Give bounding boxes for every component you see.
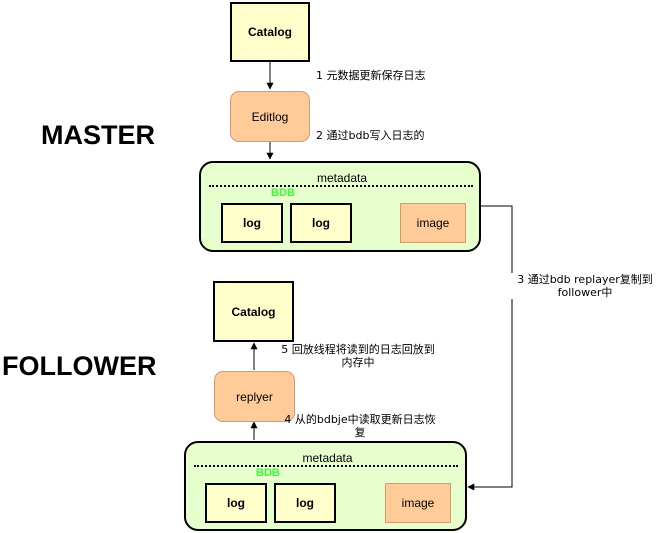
step-3-note: 3 通过bdb replayer复制到 follower中 — [500, 273, 670, 299]
master-catalog-box[interactable]: Catalog — [230, 2, 310, 62]
follower-metadata-title: metadata — [302, 451, 353, 465]
step-1-note: 1 元数据更新保存日志 — [316, 69, 426, 82]
step-3-line-1: 3 通过bdb replayer复制到 — [517, 273, 653, 286]
follower-metadata-divider — [194, 465, 458, 467]
follower-metadata-container[interactable]: metadata BDB log log image — [184, 441, 467, 531]
master-metadata-divider — [209, 185, 473, 187]
step-5-line-1: 5 回放线程将读到的日志回放到 — [281, 343, 435, 356]
step-5-line-2: 内存中 — [341, 356, 375, 369]
master-editlog-label: Editlog — [251, 109, 289, 124]
step-4-line-1: 4 从的bdbje中读取更新日志恢 — [284, 413, 436, 426]
step-5-note: 5 回放线程将读到的日志回放到 内存中 — [270, 343, 446, 369]
follower-image-label: image — [401, 496, 435, 510]
step-3-line-2: follower中 — [557, 286, 613, 299]
follower-log-2[interactable]: log — [274, 483, 336, 523]
step-4-line-2: 复 — [354, 426, 366, 439]
master-log-1-label: log — [243, 216, 261, 230]
master-log-1[interactable]: log — [221, 203, 283, 243]
follower-catalog-label: Catalog — [231, 304, 276, 319]
master-log-2[interactable]: log — [290, 203, 352, 243]
follower-replyer-label: replyer — [236, 389, 273, 404]
follower-log-2-label: log — [296, 496, 314, 510]
master-image-box[interactable]: image — [400, 203, 466, 243]
follower-log-1[interactable]: log — [205, 483, 267, 523]
master-image-label: image — [416, 216, 450, 230]
master-bdb-label: BDB — [271, 187, 295, 199]
follower-catalog-box[interactable]: Catalog — [213, 281, 294, 342]
step-4-note: 4 从的bdbje中读取更新日志恢 复 — [272, 413, 448, 439]
follower-label: FOLLOWER — [2, 351, 157, 381]
step-2-note: 2 通过bdb写入日志的 — [316, 129, 425, 142]
follower-replyer-box[interactable]: replyer — [214, 371, 295, 422]
follower-image-box[interactable]: image — [385, 483, 451, 523]
master-label: MASTER — [41, 120, 155, 150]
arrow-replication — [467, 205, 513, 491]
master-metadata-title: metadata — [316, 171, 368, 185]
master-log-2-label: log — [312, 216, 330, 230]
follower-log-1-label: log — [227, 496, 245, 510]
follower-bdb-label: BDB — [256, 467, 280, 479]
master-catalog-label: Catalog — [247, 25, 292, 39]
master-metadata-container[interactable]: metadata BDB log log image — [199, 161, 481, 252]
master-editlog-box[interactable]: Editlog — [230, 91, 310, 142]
